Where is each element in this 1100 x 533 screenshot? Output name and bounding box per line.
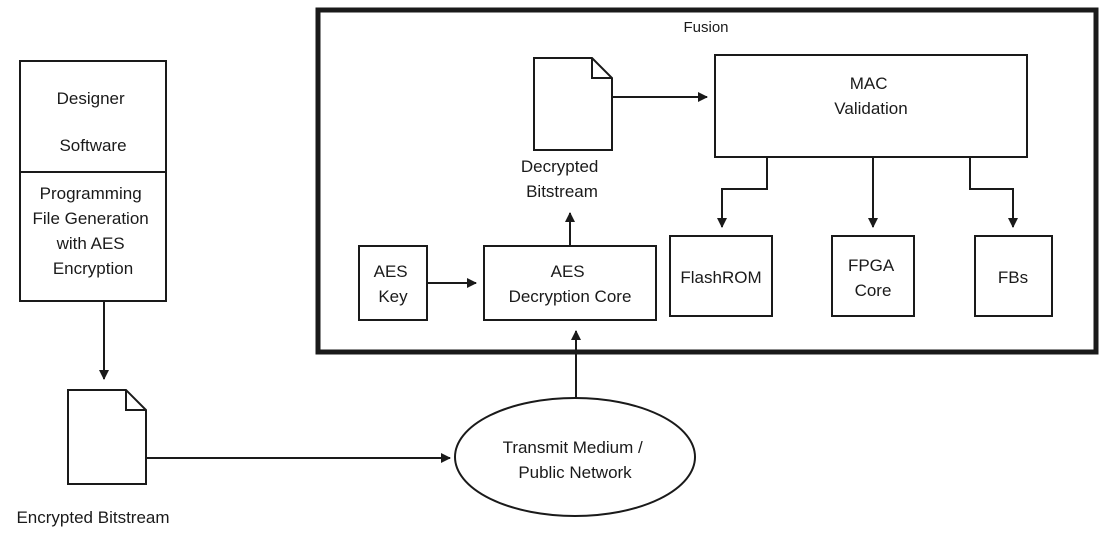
flashrom-label: FlashROM (680, 268, 761, 287)
mac-validation-box: MAC Validation (714, 54, 1028, 158)
transmit-medium-label: Transmit Medium / Public Network (503, 438, 648, 482)
encrypted-bitstream-label: Encrypted Bitstream (16, 508, 169, 527)
arrow-mac-to-flashrom (717, 157, 768, 228)
decrypted-bitstream-document-icon (533, 57, 613, 151)
designer-software-box: Designer Software Programming File Gener… (19, 60, 167, 302)
decrypted-bitstream-label: Decrypted Bitstream (521, 157, 603, 201)
transmit-medium-ellipse: Transmit Medium / Public Network (454, 397, 696, 517)
encrypted-bitstream-document-icon (67, 389, 147, 485)
aes-key-label: AES Key (374, 262, 413, 306)
programming-file-label: Programming File Generation with AES Enc… (33, 184, 154, 278)
fbs-label: FBs (998, 268, 1028, 287)
arrow-mac-to-fbs (969, 157, 1018, 228)
fbs-box: FBs (974, 235, 1053, 317)
fpga-core-label: FPGA Core (848, 256, 898, 300)
fusion-boundary: Fusion (315, 7, 1099, 355)
mac-validation-label: MAC Validation (834, 74, 907, 118)
fpga-core-box: FPGA Core (831, 235, 915, 317)
flashrom-box: FlashROM (669, 235, 773, 317)
designer-software-label: Designer Software (57, 89, 130, 155)
aes-decryption-core-label: AES Decryption Core (509, 262, 632, 306)
aes-key-box: AES Key (358, 245, 428, 321)
aes-decryption-core-box: AES Decryption Core (483, 245, 657, 321)
fusion-title: Fusion (683, 19, 728, 36)
